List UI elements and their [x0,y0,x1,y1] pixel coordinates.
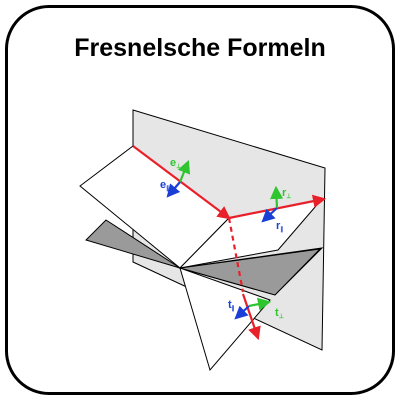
t-perp-vector [248,297,272,311]
r-par-label: r∥ [276,220,283,233]
interface-plane-front [179,248,322,296]
t-par-label: t∥ [228,299,235,312]
page-title: Fresnelsche Formeln [74,34,326,62]
e-par-vector [166,181,181,198]
e-perp-label: e⊥ [170,157,181,170]
e-perp-vector [177,159,191,183]
t-perp-label: t⊥ [275,307,284,320]
r-perp-label: r⊥ [282,187,292,200]
t-par-vector [234,305,250,320]
transmitted-wave-plane [179,267,271,372]
transmitted-ray [241,293,261,341]
e-par-label: e∥ [160,179,169,192]
r-par-vector [261,207,278,223]
r-perp-vector [269,185,284,209]
transmitted-ray-hidden [227,217,245,293]
